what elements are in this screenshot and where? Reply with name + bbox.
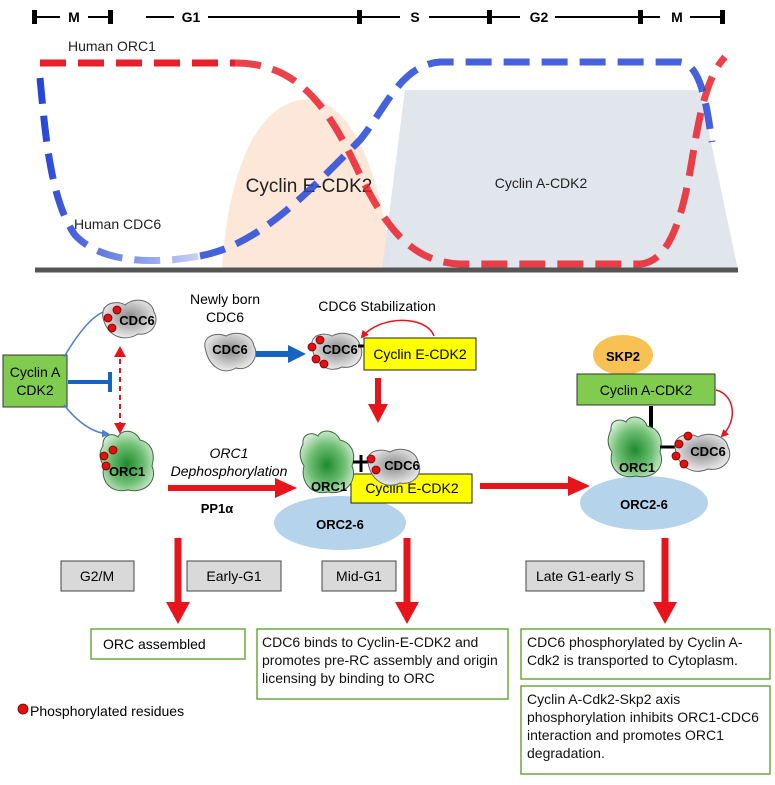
phase-text-early-g1: Early-G1 [206, 568, 261, 584]
orc1-curve [40, 54, 728, 268]
timeline-tick [32, 10, 37, 24]
cdc6-label: CDC6 [384, 458, 419, 473]
orc1-label: ORC1 [619, 460, 655, 475]
cyclin-e-cdk2-box [363, 337, 477, 371]
phospho-residue [679, 459, 689, 469]
orc1-dephos-label-1: ORC1 [210, 445, 249, 461]
phospho-residue [683, 431, 693, 441]
cdc6-protein-middle: CDC6 [366, 448, 421, 486]
stabilization-arrow [360, 319, 435, 339]
result-cytoplasm-wrap: CDC6 phosphorylated by Cyclin A-Cdk2 is … [527, 634, 743, 668]
phase-text-g2m: G2/M [80, 568, 114, 584]
timeline-tick [108, 10, 113, 24]
orc2-6-label: ORC2-6 [316, 517, 364, 532]
activation-arrow-down [63, 404, 110, 438]
cdk2-label: CDK2 [16, 382, 54, 398]
orc1-dephos-label-2: Dephosphorylation [171, 463, 288, 479]
phospho-residue [112, 305, 122, 315]
cyclin-e-cdk2-label: Cyclin E-CDK2 [373, 346, 467, 362]
phospho-residue [371, 465, 381, 475]
phospho-residue [99, 451, 109, 461]
cdc6-protein-stabilized: CDC6 [307, 332, 363, 370]
cyclin-e-cdk2-complex-label: Cyclin E-CDK2 [365, 480, 459, 496]
phase-text-late-g1-early-s: Late G1-early S [536, 568, 634, 584]
phospho-residue [319, 359, 329, 369]
phosphorylation-arrow [715, 389, 734, 438]
phospho-residue [674, 439, 684, 449]
cdc6-stabilization-label: CDC6 Stabilization [318, 298, 436, 314]
cdc6-protein-right: CDC6 [671, 431, 731, 472]
result-pre-rc: CDC6 binds to Cyclin-E-CDK2 and promotes… [262, 634, 498, 686]
legend-phospho-label: Phosphorylated residues [30, 703, 184, 719]
orc1-protein-middle: ORC1 [299, 430, 355, 494]
phase-label-m1: M [68, 9, 80, 25]
result-box-cytoplasm [520, 628, 771, 680]
phase-label-g2: G2 [530, 9, 549, 25]
timeline-tick [638, 10, 643, 24]
cyclin-a-cdk2-region-label: Cyclin A-CDK2 [495, 175, 588, 191]
orc1-label: ORC1 [109, 464, 145, 479]
orc2-6-right [580, 476, 708, 530]
phospho-residue [107, 323, 117, 333]
cdc6-curve [36, 58, 716, 265]
phospho-residue [103, 313, 113, 323]
result-box-orc-assembled [90, 628, 246, 660]
phase-label-m2: M [671, 9, 683, 25]
cyclin-a-cdk2-box-right [576, 373, 716, 406]
phospho-residue [315, 335, 325, 345]
cdc6-label: CDC6 [119, 313, 154, 328]
cyclin-a-cdk2-right-label: Cyclin A-CDK2 [600, 382, 693, 398]
phase-box-mid-g1 [321, 560, 397, 592]
phase-box-g2m [60, 560, 135, 592]
newly-born-label-2: CDC6 [206, 309, 244, 325]
result-box-degradation [520, 685, 771, 775]
orc1-label: ORC1 [311, 479, 347, 494]
timeline-tick [720, 10, 725, 24]
phospho-residue [307, 342, 317, 352]
phospho-residue [101, 461, 111, 471]
result-box-pre-rc [256, 628, 509, 700]
timeline-tick [487, 10, 492, 24]
cdc6-protein-top-left: CDC6 [102, 299, 157, 339]
cdc6-protein-newly-born: CDC6 [204, 332, 257, 372]
cdc6-label: CDC6 [322, 342, 357, 357]
orc1-protein-right: ORC1 [607, 416, 662, 478]
cyclin-e-cdk2-region [222, 99, 392, 271]
legend-phospho-icon [17, 703, 29, 715]
skp2-ellipse [593, 335, 653, 375]
orc1-curve-label: Human ORC1 [68, 38, 156, 54]
phase-box-late-g1-early-s [525, 560, 645, 592]
result-orc-assembled: ORC assembled [103, 636, 206, 652]
newly-born-label-1: Newly born [190, 291, 260, 307]
phospho-residue [671, 451, 681, 461]
phospho-residue [311, 354, 321, 364]
orc2-6-middle [274, 496, 406, 550]
phase-label-g1: G1 [182, 9, 201, 25]
phase-label-s: S [410, 9, 419, 25]
orc2-6-label: ORC2-6 [620, 497, 668, 512]
cdc6-curve-label: Human CDC6 [74, 216, 161, 232]
phospho-residue [108, 445, 118, 455]
timeline-tick [357, 10, 362, 24]
result-degradation-wrap: Cyclin A-Cdk2-Skp2 axis phosphorylation … [527, 691, 759, 761]
cdc6-label: CDC6 [212, 342, 247, 357]
result-cytoplasm: CDC6 phosphorylated by Cyclin A-Cdk2 is … [527, 634, 743, 668]
phase-text-mid-g1: Mid-G1 [336, 568, 382, 584]
cyclin-a-cdk2-left: Cyclin A CDK2 [2, 354, 68, 408]
orc1-protein-left: ORC1 [99, 430, 154, 492]
cyclin-a-cdk2-region [382, 90, 738, 270]
phospho-residue [366, 454, 376, 464]
result-degradation: Cyclin A-Cdk2-Skp2 axis phosphorylation … [527, 691, 759, 761]
cell-cycle-timeline: M G1 S G2 M [32, 9, 725, 25]
cyclin-a-label: Cyclin A [10, 364, 61, 380]
phase-box-early-g1 [186, 560, 282, 592]
result-pre-rc-wrap: CDC6 binds to Cyclin-E-CDK2 and promotes… [262, 634, 498, 686]
skp2-label: SKP2 [606, 349, 640, 364]
cdc6-label: CDC6 [690, 444, 725, 459]
pp1a-label: PP1α [201, 501, 234, 516]
